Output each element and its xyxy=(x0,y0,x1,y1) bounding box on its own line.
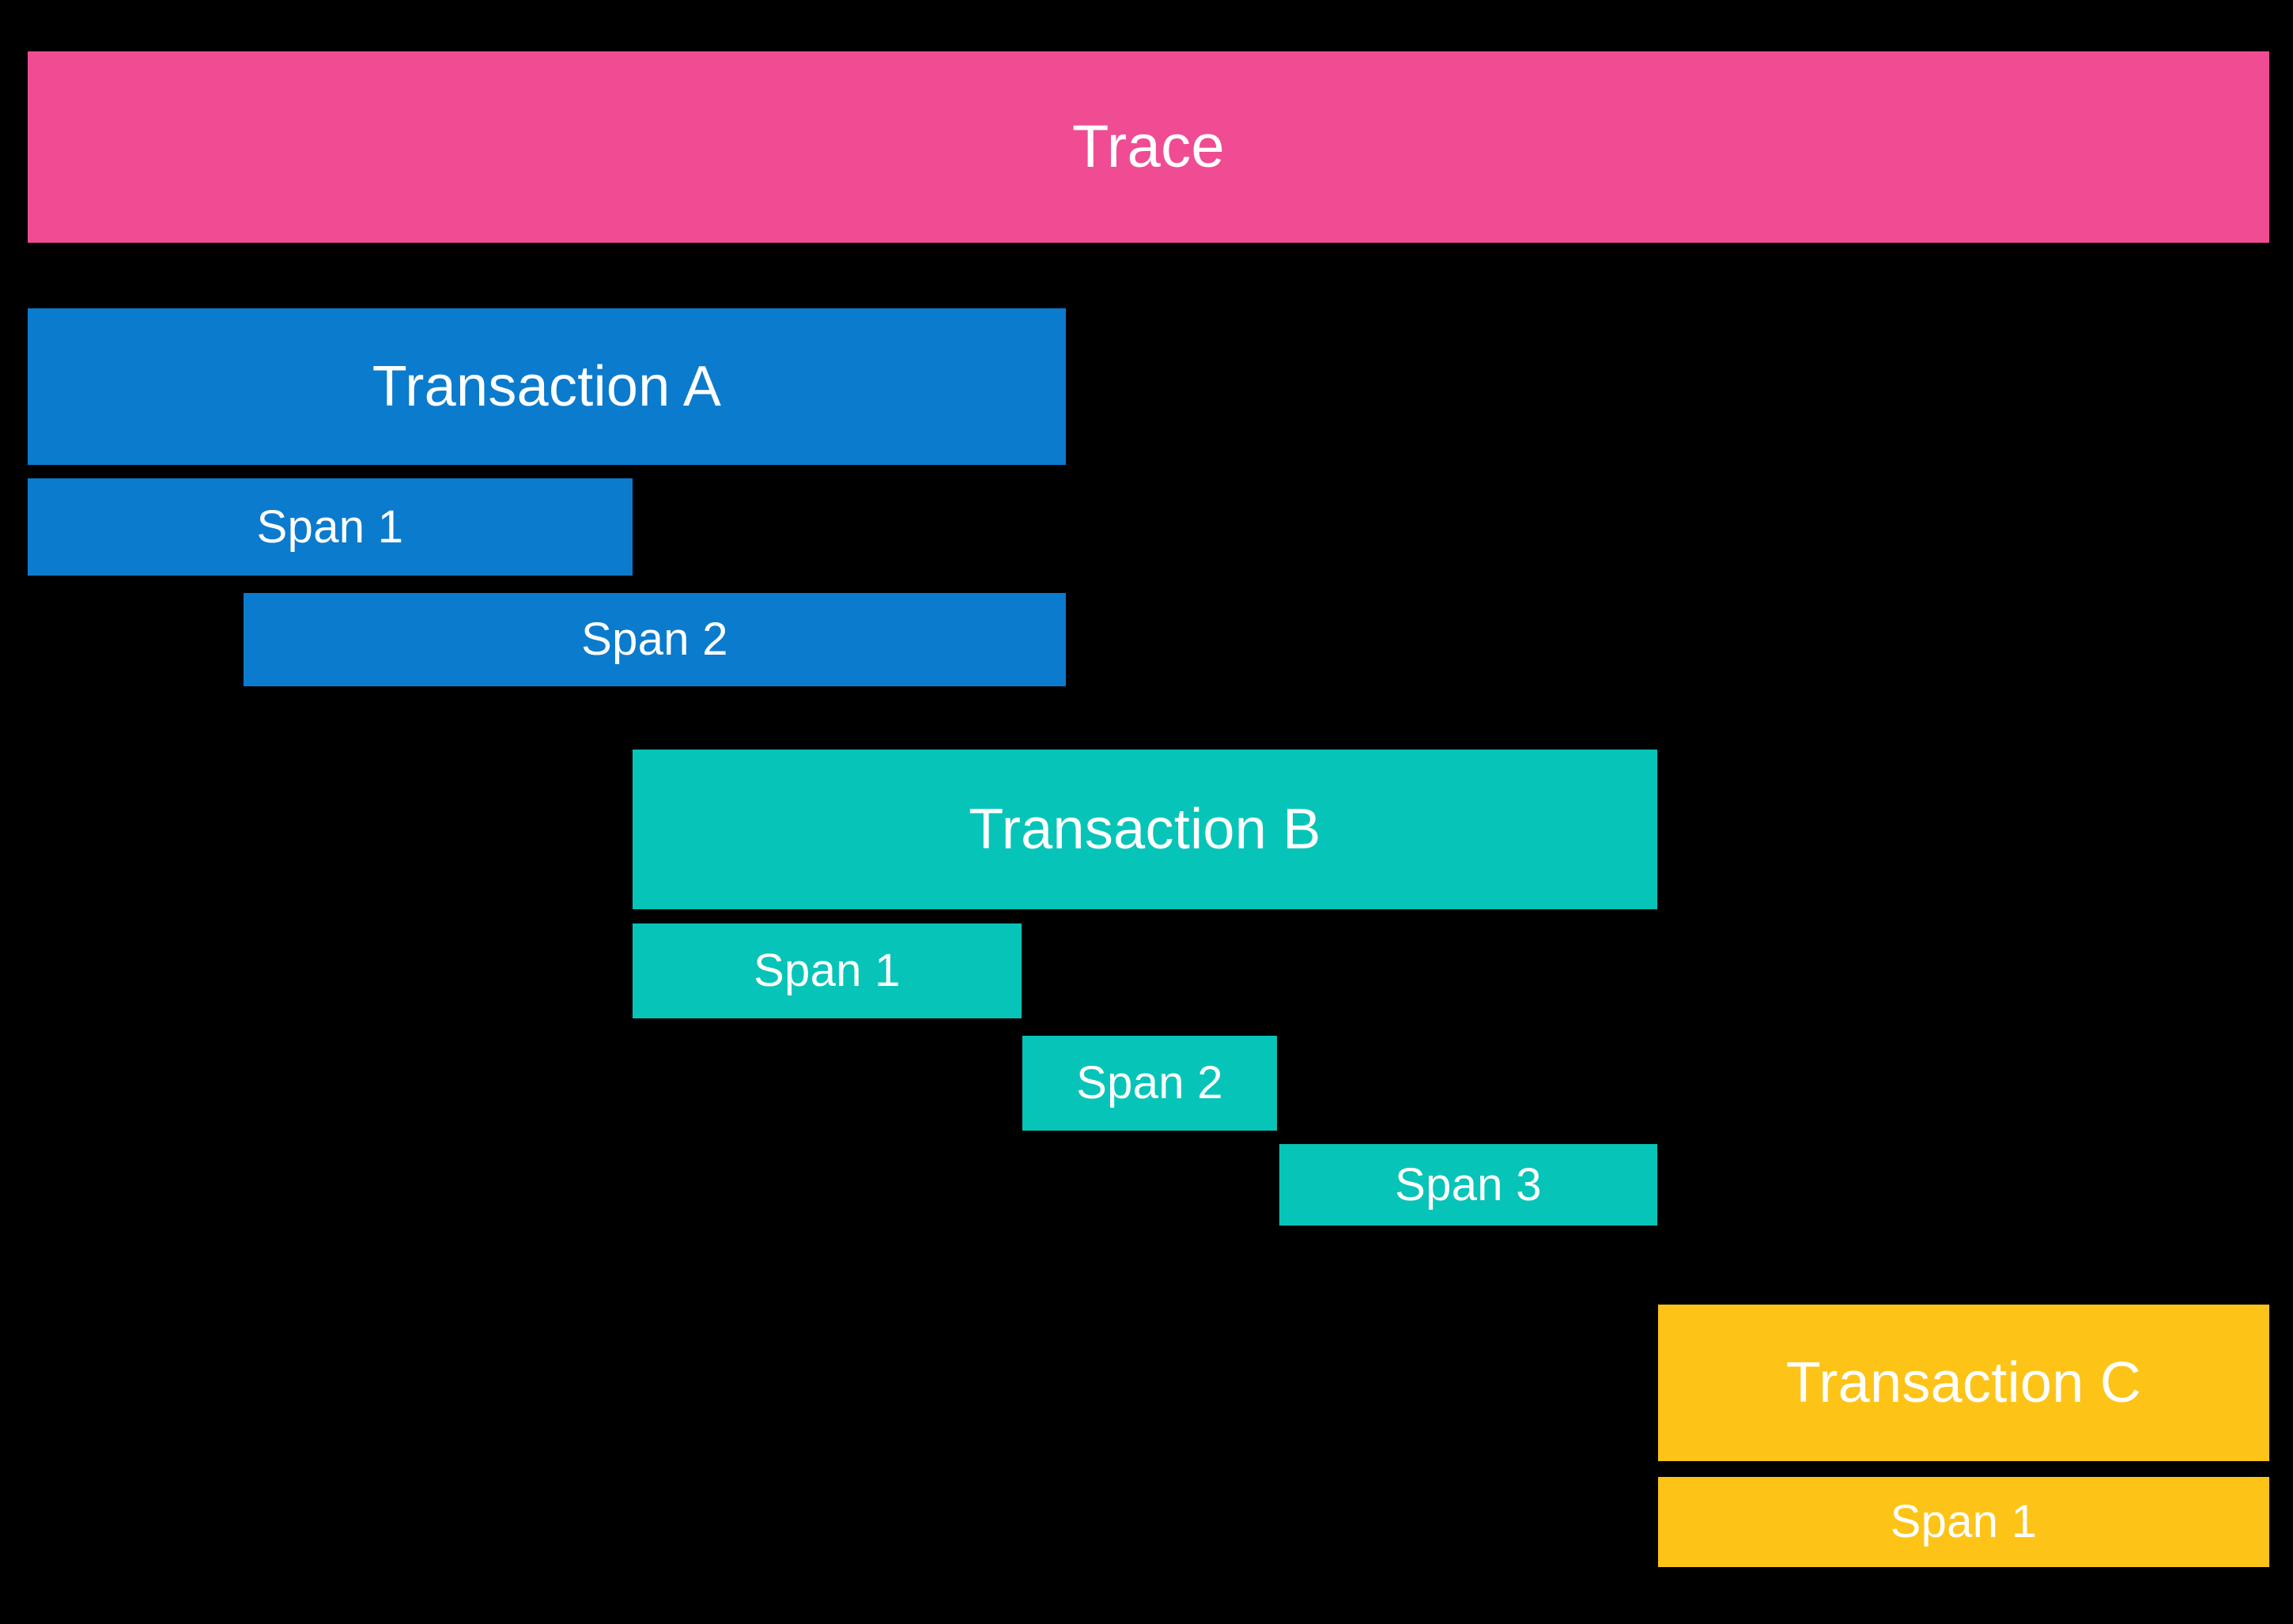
transaction-a-span-2-label: Span 2 xyxy=(581,614,728,665)
transaction-b-bar[interactable]: Transaction B xyxy=(633,750,1657,909)
transaction-b-span-2-bar[interactable]: Span 2 xyxy=(1022,1036,1277,1131)
transaction-b-span-1-bar[interactable]: Span 1 xyxy=(633,923,1022,1018)
transaction-c-span-1-bar[interactable]: Span 1 xyxy=(1658,1477,2269,1567)
transaction-b-span-1-label: Span 1 xyxy=(754,945,901,996)
transaction-a-span-2-bar[interactable]: Span 2 xyxy=(244,593,1066,686)
transaction-a-bar-label: Transaction A xyxy=(372,355,722,418)
transaction-c-span-1-label: Span 1 xyxy=(1890,1496,2038,1547)
transaction-b-span-3-label: Span 3 xyxy=(1395,1158,1542,1210)
transaction-b-span-3-bar[interactable]: Span 3 xyxy=(1279,1144,1657,1226)
transaction-c-bar-label: Transaction C xyxy=(1785,1351,2142,1414)
transaction-a-bar[interactable]: Transaction A xyxy=(28,308,1066,465)
trace-bar[interactable]: Trace xyxy=(28,51,2269,243)
transaction-c-bar[interactable]: Transaction C xyxy=(1658,1305,2269,1461)
transaction-b-span-2-label: Span 2 xyxy=(1076,1057,1223,1108)
trace-bar-label: Trace xyxy=(1072,113,1225,180)
transaction-b-bar-label: Transaction B xyxy=(969,798,1321,861)
transaction-a-span-1-bar[interactable]: Span 1 xyxy=(28,478,633,576)
transaction-a-span-1-label: Span 1 xyxy=(256,500,404,553)
